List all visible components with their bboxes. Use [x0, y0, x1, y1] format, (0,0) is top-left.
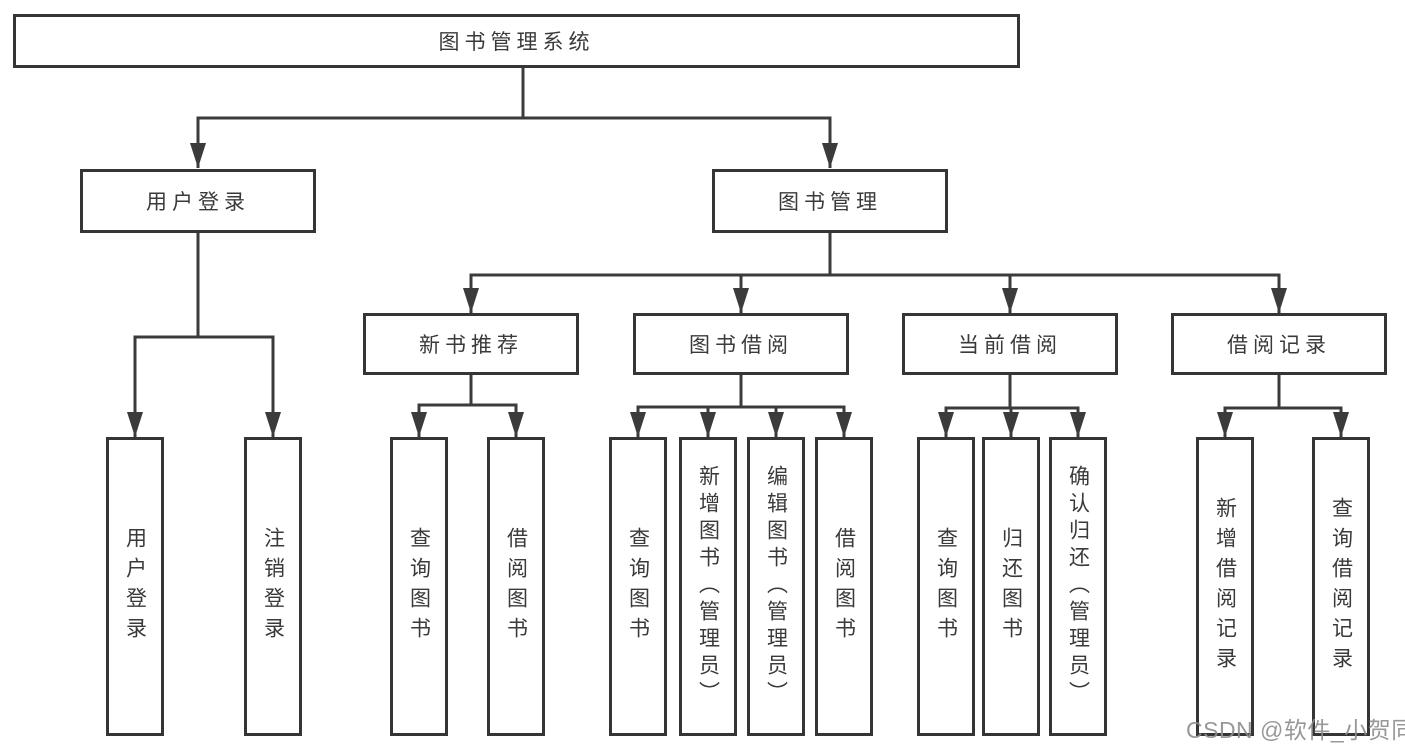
arrowheads	[127, 143, 1349, 437]
edge-root-to-level2	[196, 68, 832, 168]
leaf-records-query-record: 查询借阅记录	[1312, 437, 1370, 736]
node-label: 编辑图书（管理员）	[764, 465, 788, 708]
csdn-watermark: CSDN @软件_小贺同学	[1186, 717, 1405, 743]
edge-userlogin-children	[133, 233, 275, 437]
node-book-management: 图书管理	[712, 169, 948, 233]
edge-newbooks-children	[417, 375, 518, 437]
node-root-system: 图书管理系统	[13, 14, 1020, 68]
node-label: 用户登录	[123, 526, 147, 647]
node-label: 注销登录	[261, 526, 285, 647]
node-label: 图书管理系统	[438, 31, 595, 54]
edge-bookmgmt-children	[469, 233, 1281, 313]
node-new-book-recommend: 新书推荐	[363, 313, 579, 375]
node-label: 新增借阅记录	[1213, 496, 1237, 677]
leaf-borrow-edit-book-admin: 编辑图书（管理员）	[747, 437, 805, 736]
leaf-borrow-borrow-book: 借阅图书	[815, 437, 873, 736]
node-label: 借阅图书	[832, 526, 856, 647]
node-book-borrowing: 图书借阅	[633, 313, 849, 375]
node-label: 借阅图书	[504, 526, 528, 647]
node-label: 查询图书	[407, 526, 431, 647]
node-label: 借阅记录	[1227, 334, 1331, 357]
node-label: 新书推荐	[419, 334, 523, 357]
leaf-current-confirm-return-admin: 确认归还（管理员）	[1049, 437, 1107, 736]
leaf-current-return-book: 归还图书	[982, 437, 1040, 736]
leaf-newbooks-borrow-book: 借阅图书	[487, 437, 545, 736]
leaf-user-login: 用户登录	[106, 437, 164, 736]
node-label: 图书借阅	[689, 334, 793, 357]
node-label: 当前借阅	[958, 334, 1062, 357]
node-user-login: 用户登录	[80, 169, 316, 233]
leaf-newbooks-query-book: 查询图书	[390, 437, 448, 736]
node-label: 查询图书	[626, 526, 650, 647]
node-borrow-records: 借阅记录	[1171, 313, 1387, 375]
node-label: 归还图书	[999, 526, 1023, 647]
edge-records-children	[1223, 375, 1343, 437]
leaf-current-query-book: 查询图书	[917, 437, 975, 736]
leaf-borrow-query-book: 查询图书	[609, 437, 667, 736]
node-current-borrowing: 当前借阅	[902, 313, 1118, 375]
node-label: 新增图书（管理员）	[696, 465, 720, 708]
leaf-records-add-record: 新增借阅记录	[1196, 437, 1254, 736]
node-label: 确认归还（管理员）	[1066, 465, 1090, 708]
node-label: 查询借阅记录	[1329, 496, 1353, 677]
node-label: 查询图书	[934, 526, 958, 647]
edge-borrow-children	[636, 375, 846, 437]
leaf-borrow-add-book-admin: 新增图书（管理员）	[679, 437, 737, 736]
leaf-logout: 注销登录	[244, 437, 302, 736]
node-label: 图书管理	[778, 191, 882, 214]
node-label: 用户登录	[146, 191, 250, 214]
